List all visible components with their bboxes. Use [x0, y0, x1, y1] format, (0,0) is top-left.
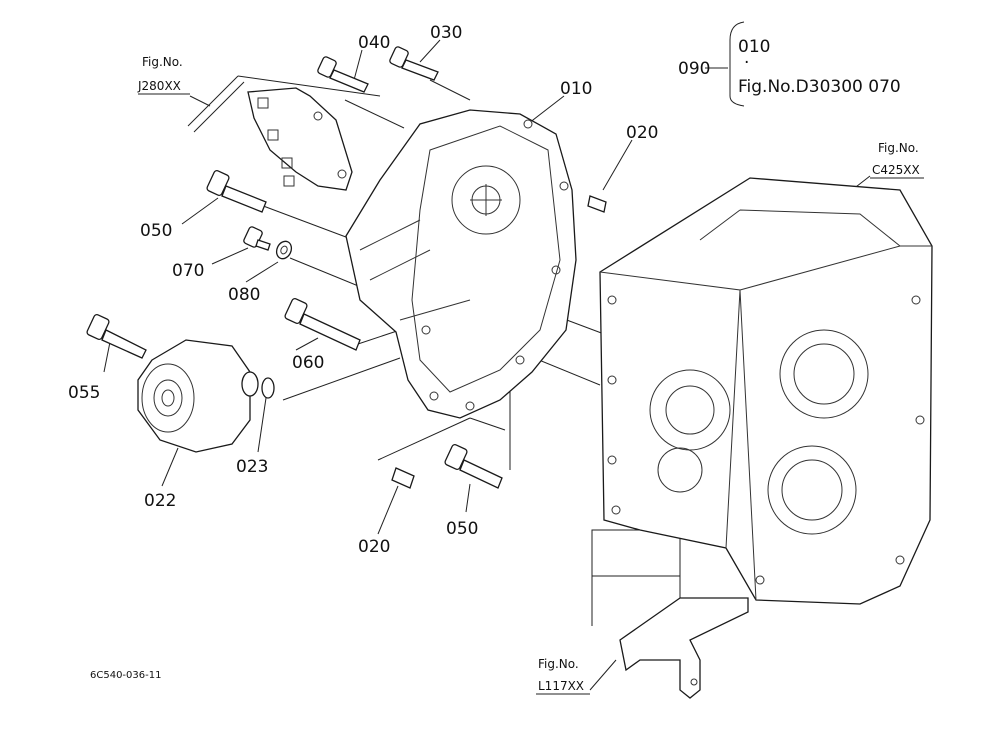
pin-020-top: [587, 195, 607, 213]
label-055: 055: [68, 383, 100, 403]
fig-ref-c425: Fig.No. C425XX: [870, 141, 924, 179]
bracket-plate: [247, 87, 353, 191]
label-050-top: 050: [140, 221, 172, 241]
fig-ref-j280-caption: Fig.No.: [142, 55, 183, 69]
label-050-bottom: 050: [446, 519, 478, 539]
transmission-case: [599, 177, 933, 605]
label-070: 070: [172, 261, 204, 281]
bolt-050-bottom: [444, 443, 503, 489]
bolt-060: [284, 297, 361, 351]
label-030: 030: [430, 23, 462, 43]
fig-ref-c425-caption: Fig.No.: [878, 141, 919, 155]
label-060: 060: [292, 353, 324, 373]
fig-ref-l117-code: L117XX: [538, 679, 584, 693]
label-020-bottom: 020: [358, 537, 390, 557]
fig-ref-l117-caption: Fig.No.: [538, 657, 579, 671]
bolt-070: [243, 226, 271, 251]
label-022: 022: [144, 491, 176, 511]
fig-ref-j280-code: J280XX: [137, 79, 181, 93]
bracket-line-2: Fig.No.D30300 070: [738, 77, 901, 97]
label-090: 090: [678, 59, 710, 79]
label-040: 040: [358, 33, 390, 53]
support-bracket: [619, 597, 749, 699]
label-080: 080: [228, 285, 260, 305]
bolt-040: [317, 56, 369, 93]
housing-cover-010: [345, 109, 577, 419]
fig-ref-l117: Fig.No. L117XX: [536, 657, 590, 695]
washer-080: [275, 240, 293, 260]
filter-housing-022: [137, 339, 259, 453]
bracket-group-090: 010 · Fig.No.D30300 070: [738, 37, 901, 97]
label-020-top: 020: [626, 123, 658, 143]
diagram-code: 6C540-036-11: [90, 670, 161, 681]
pin-020-bottom: [391, 467, 415, 489]
bracket-line-1: 010: [738, 37, 770, 57]
o-ring-023: [261, 377, 275, 399]
label-023: 023: [236, 457, 268, 477]
fig-ref-j280: Fig.No. J280XX: [137, 55, 190, 95]
bolt-030: [389, 46, 439, 81]
bolt-055: [86, 313, 147, 359]
bracket-dot: ·: [744, 53, 749, 73]
fig-ref-c425-code: C425XX: [872, 163, 920, 177]
bolt-050-top: [206, 169, 267, 213]
part-labels: 040 030 010 020 050 070 080 060 055 023 …: [68, 23, 710, 557]
label-010: 010: [560, 79, 592, 99]
